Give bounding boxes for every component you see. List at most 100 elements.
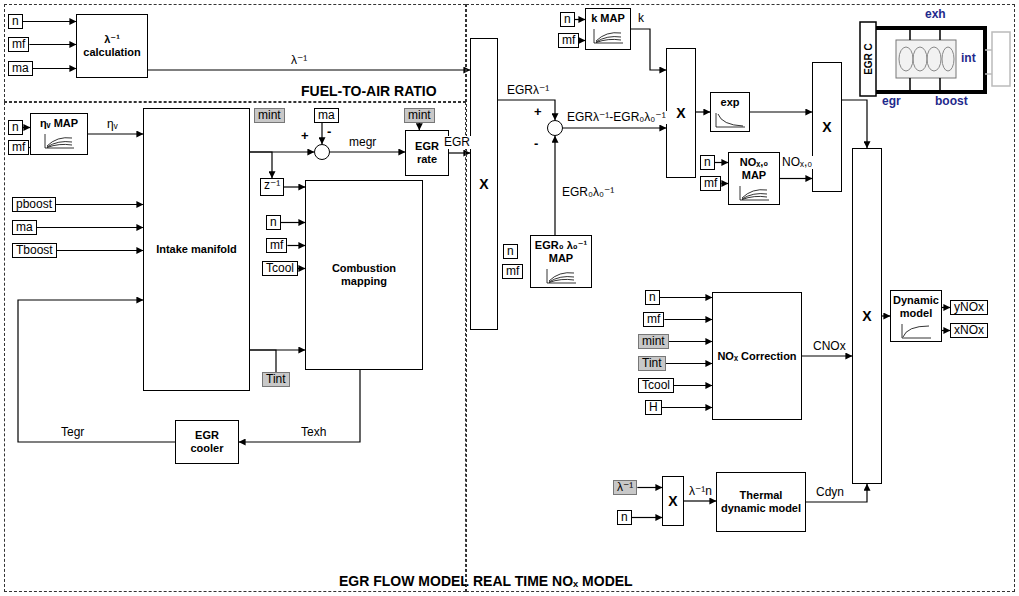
connector <box>721 183 728 184</box>
signal-label: ηᵥ <box>106 118 119 131</box>
signal-label: Texh <box>300 426 327 439</box>
node-text: mint <box>642 334 665 348</box>
node-text: mf <box>647 312 660 326</box>
connector <box>29 44 76 45</box>
node-text: n <box>649 290 656 304</box>
input-signal: Tboost <box>12 243 57 258</box>
cylinder <box>942 47 954 71</box>
input-signal: mf <box>643 312 664 327</box>
connector <box>942 307 950 308</box>
input-signal: ma <box>314 108 339 123</box>
sign: + <box>534 105 542 118</box>
connector <box>298 268 305 269</box>
map-block: NOₓ,₀ MAP <box>728 152 780 205</box>
cylinder <box>899 47 913 71</box>
connector <box>88 133 143 134</box>
connector <box>498 100 555 120</box>
input-signal: mf <box>8 140 29 155</box>
model-region: EGR FLOW MODELnmfηᵥ MAPIntake manifoldpb… <box>4 102 466 592</box>
node-text: mf <box>270 238 283 252</box>
process-box: Combustion mapping <box>305 180 423 370</box>
connector <box>660 297 712 298</box>
input-signal: n <box>503 244 518 259</box>
connector <box>23 127 30 128</box>
map-block: EGR₀ λ₀⁻¹ MAP <box>530 235 592 288</box>
node-text: Tint <box>266 372 286 386</box>
node-text: X <box>479 178 488 191</box>
node-text: mint <box>408 108 431 122</box>
exhaust-pipe <box>876 28 985 92</box>
signal-label: EGR₀λ₀⁻¹ <box>561 186 615 199</box>
measured-signal: mint <box>404 108 435 123</box>
signal-label: CNOx <box>812 340 847 353</box>
input-signal: mf <box>8 37 29 52</box>
connector <box>56 204 143 205</box>
connector <box>669 341 712 342</box>
runner <box>910 28 940 92</box>
engine-label: exh <box>925 8 946 21</box>
sign: - <box>327 125 331 138</box>
node-text: mf <box>12 37 25 51</box>
node-text: X <box>862 310 871 323</box>
connector <box>23 21 76 22</box>
connector <box>696 111 710 112</box>
connector <box>57 250 143 251</box>
input-signal: n <box>700 155 715 170</box>
node-text: exp <box>721 96 740 109</box>
node-text: mf <box>704 176 717 190</box>
cylinder <box>927 47 941 71</box>
sign: - <box>534 137 538 150</box>
node-text: Tboost <box>16 243 53 257</box>
connector <box>281 222 305 223</box>
node-text: Combustion mapping <box>308 262 420 288</box>
node-text: NOₓ,₀ MAP <box>731 156 777 182</box>
connector <box>250 152 272 178</box>
connector <box>239 370 360 442</box>
node-text: mf <box>506 264 519 278</box>
egr-cooler-body <box>860 22 876 96</box>
signal-label: λ⁻¹ <box>290 54 308 67</box>
node-text: ma <box>12 61 29 75</box>
signal-label: Tegr <box>60 426 85 439</box>
node-text: ηᵥ MAP <box>40 117 78 130</box>
node-text: n <box>507 244 514 258</box>
connector <box>575 19 585 20</box>
node-text: n <box>12 14 19 28</box>
map-block: k MAP <box>585 8 631 50</box>
curve-icon <box>544 267 578 285</box>
signal-label: EGRλ⁻¹ <box>506 84 550 97</box>
node-text: mint <box>258 108 281 122</box>
engine-label: boost <box>935 95 968 108</box>
node-text: Tcool <box>642 378 670 392</box>
curve-icon <box>591 27 625 45</box>
node-text: λ⁻¹ calculation <box>79 33 145 59</box>
region-title: REAL TIME NOₓ MODEL <box>473 573 633 589</box>
connector <box>419 123 420 130</box>
node-text: n <box>621 510 628 524</box>
multiplier-block: X <box>812 62 842 192</box>
input-signal: yNOx <box>950 300 988 315</box>
connector <box>666 363 712 364</box>
connector <box>250 350 276 372</box>
node-text: EGR cooler <box>178 429 236 455</box>
connector <box>684 500 716 501</box>
node-text: mf <box>562 33 575 47</box>
cylinder <box>913 47 927 71</box>
engine-label: egr <box>882 95 901 108</box>
input-signal: mf <box>700 176 721 191</box>
measured-signal: Tint <box>638 356 666 371</box>
signal-label: EGRλ⁻¹-EGR₀λ₀⁻¹ <box>566 111 667 124</box>
connector <box>664 319 712 320</box>
connector <box>662 407 712 408</box>
input-signal: n <box>8 14 23 29</box>
input-signal: z⁻¹ <box>260 178 284 196</box>
input-signal: xNOx <box>950 323 988 338</box>
input-signal: mf <box>558 33 579 48</box>
map-block: ηᵥ MAP <box>30 113 88 155</box>
node-text: X <box>676 107 685 120</box>
input-signal: n <box>645 290 660 305</box>
node-text: n <box>564 12 571 26</box>
connector <box>842 100 867 148</box>
input-signal: n <box>617 510 632 525</box>
multiplier-block: X <box>666 48 696 178</box>
